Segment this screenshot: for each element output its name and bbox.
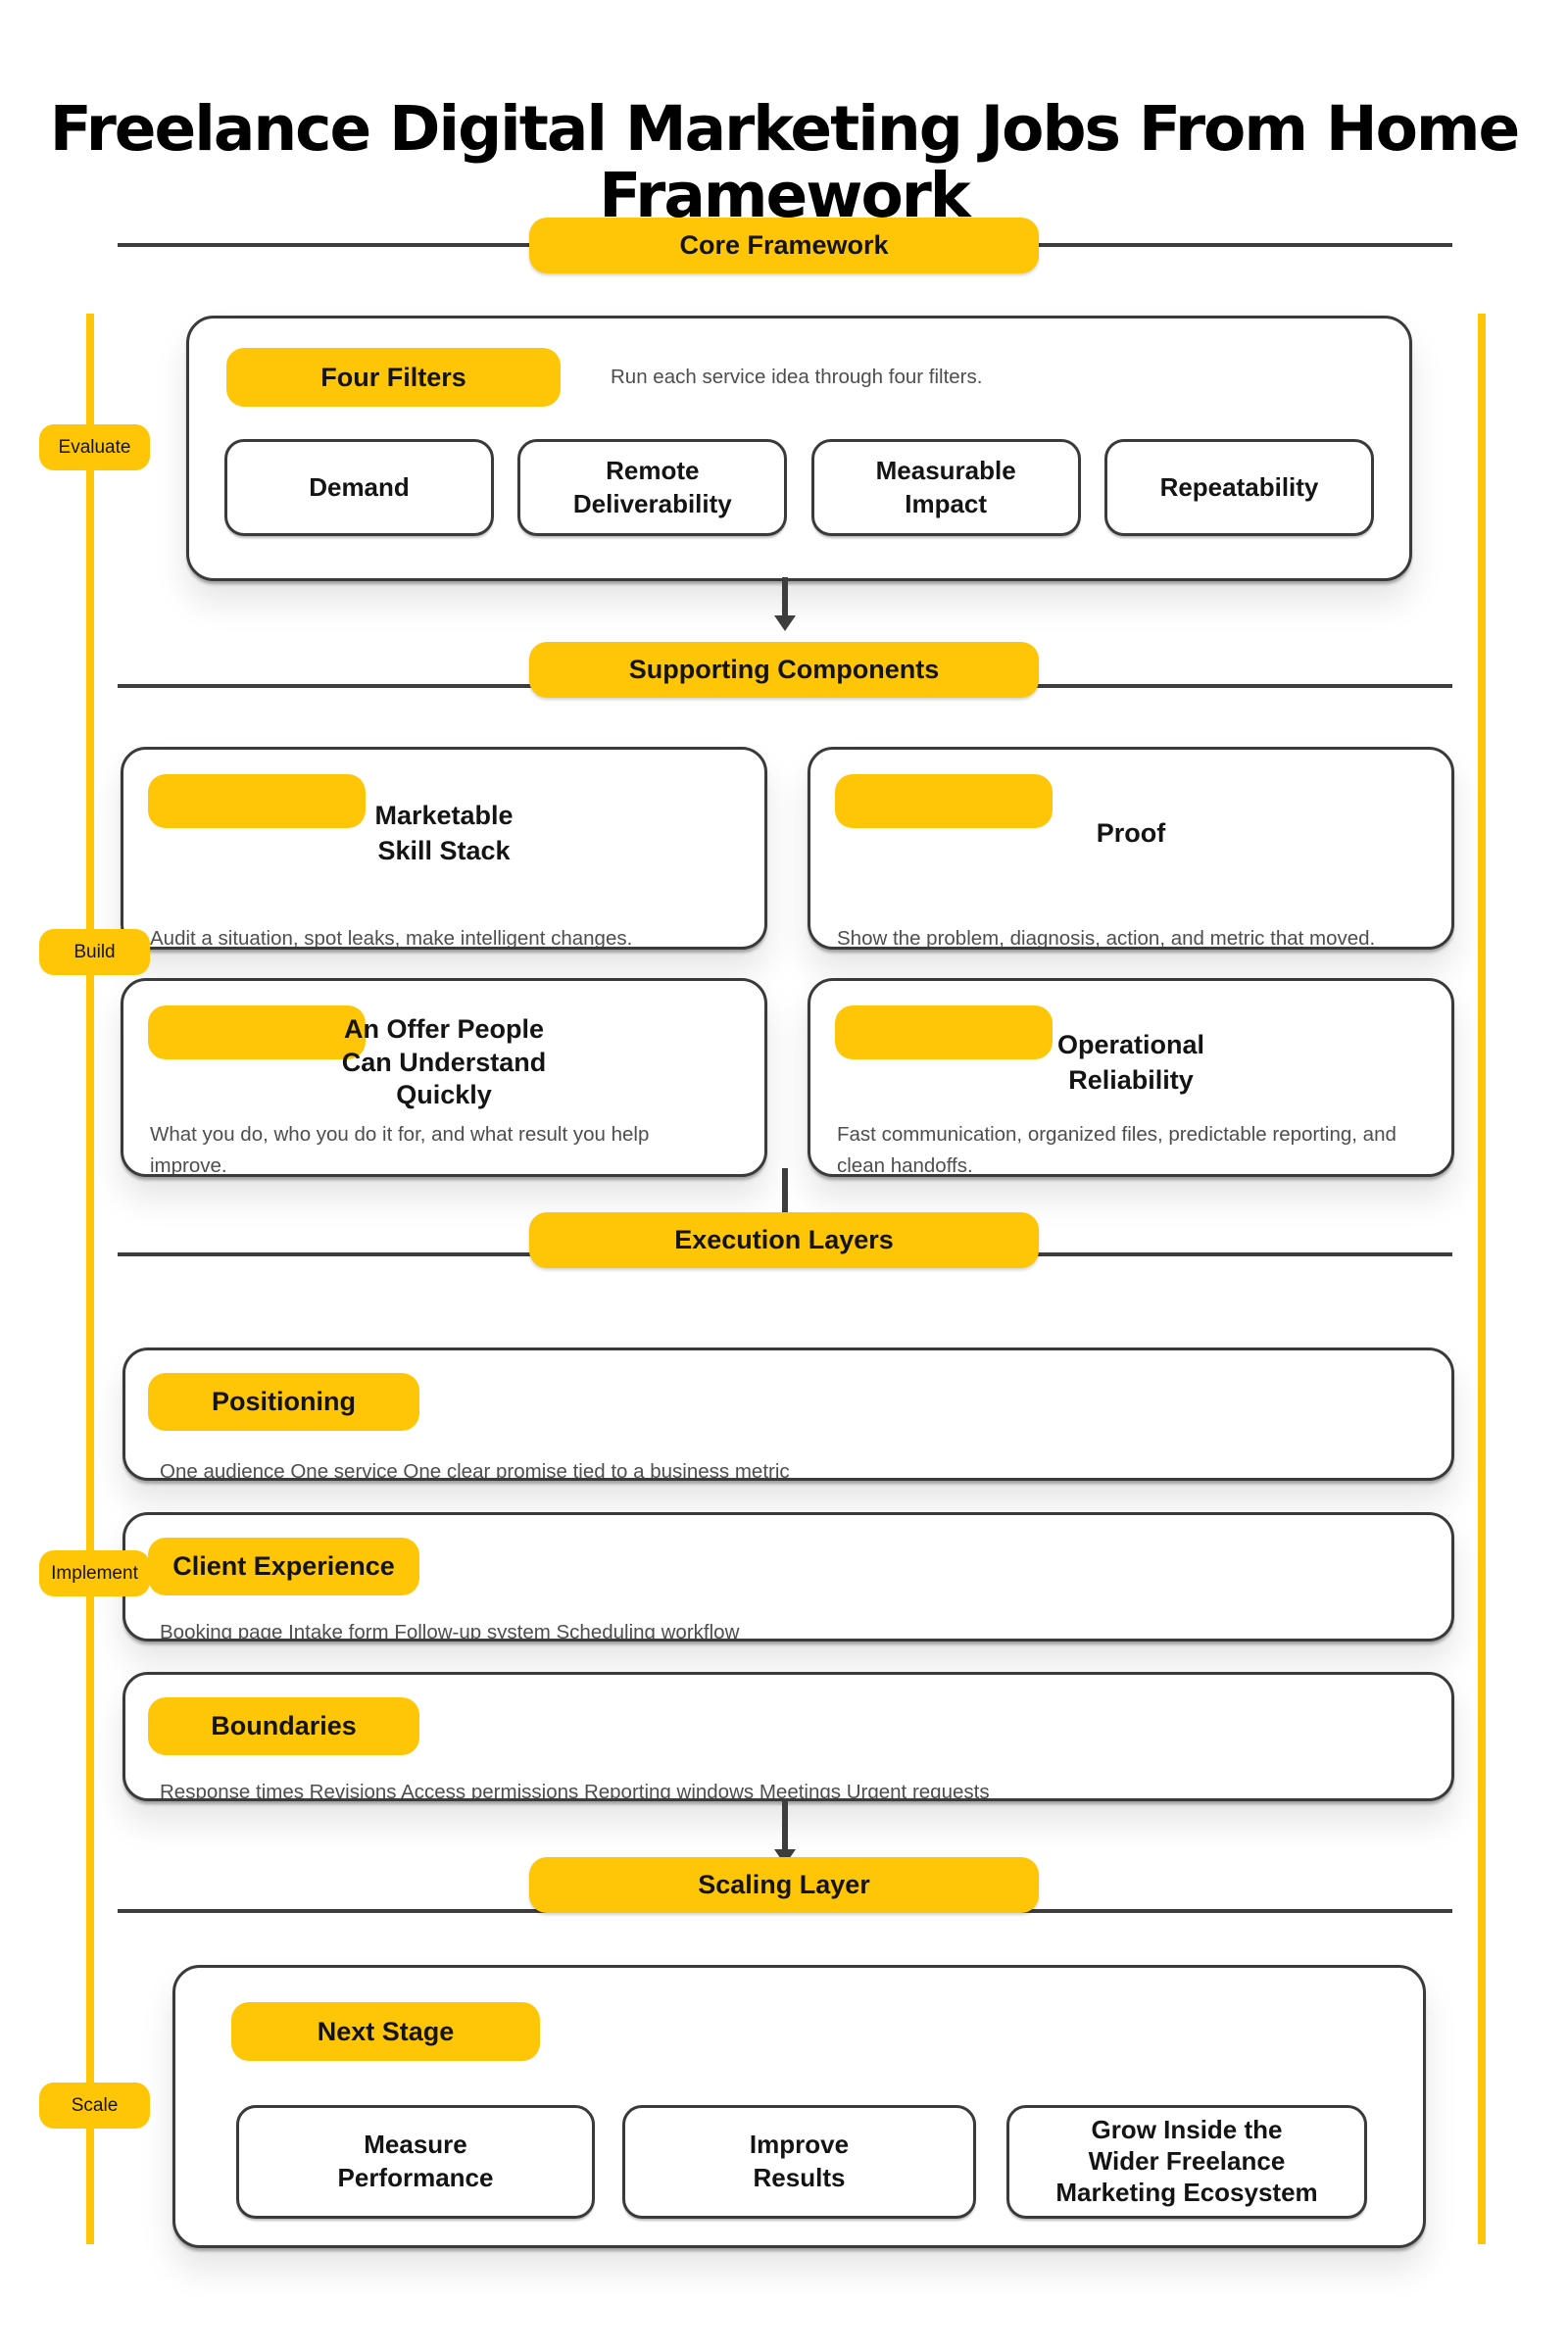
filters-row: Demand Remote Deliverability Measurable … [224, 439, 1374, 536]
filter-box-demand: Demand [224, 439, 494, 536]
scaling-layer-box: Next Stage Measure Performance Improve R… [172, 1965, 1426, 2248]
core-framework-box: Four Filters Run each service idea throu… [186, 316, 1412, 581]
card-badge [148, 774, 366, 828]
flow-arrow-2 [782, 1168, 788, 1217]
card-title: Operational Reliability [1056, 1029, 1205, 1095]
scaling-box-improve-results: Improve Results [622, 2105, 976, 2219]
card-offer-understand-quickly: An Offer People Can Understand Quickly W… [121, 978, 767, 1177]
stage-label-build: Build [39, 929, 150, 975]
next-stage-pill: Next Stage [231, 2002, 540, 2061]
row-description: Response times Revisions Access permissi… [160, 1781, 990, 1801]
page-title: Freelance Digital Marketing Jobs From Ho… [49, 93, 1521, 232]
filter-box-repeatability: Repeatability [1103, 439, 1374, 536]
four-filters-description: Run each service idea through four filte… [611, 366, 983, 388]
row-pill: Boundaries [148, 1697, 419, 1755]
row-pill: Positioning [148, 1373, 419, 1431]
card-operational-reliability: Operational Reliability Fast communicati… [808, 978, 1454, 1177]
execution-row-client-experience: Client Experience Booking page Intake fo… [122, 1512, 1454, 1642]
card-title: Proof [1096, 817, 1166, 848]
card-badge [148, 1005, 366, 1059]
row-description: Booking page Intake form Follow-up syste… [160, 1621, 740, 1642]
timeline-line-left [86, 314, 94, 2244]
card-description: What you do, who you do it for, and what… [150, 1123, 650, 1177]
card-description: Show the problem, diagnosis, action, and… [837, 927, 1376, 950]
section-pill-supporting-components: Supporting Components [529, 642, 1039, 698]
card-badge [835, 1005, 1053, 1059]
card-badge [835, 774, 1053, 828]
row-description: One audience One service One clear promi… [160, 1460, 790, 1481]
card-title: Marketable Skill Stack [374, 800, 514, 865]
card-description: Fast communication, organized files, pre… [837, 1123, 1396, 1177]
section-pill-core-framework: Core Framework [529, 218, 1039, 273]
row-pill: Client Experience [148, 1538, 419, 1595]
scaling-box-measure-performance: Measure Performance [236, 2105, 595, 2219]
stage-label-implement: Implement [39, 1550, 150, 1596]
stage-label-scale: Scale [39, 2082, 150, 2129]
filter-box-remote-deliverability: Remote Deliverability [517, 439, 788, 536]
section-pill-execution-layers: Execution Layers [529, 1212, 1039, 1268]
execution-row-boundaries: Boundaries Response times Revisions Acce… [122, 1672, 1454, 1801]
timeline-line-right [1478, 314, 1486, 2244]
flow-arrow-1 [782, 577, 788, 616]
card-title: An Offer People Can Understand Quickly [341, 1013, 547, 1110]
stage-label-evaluate: Evaluate [39, 424, 150, 470]
filter-box-measurable-impact: Measurable Impact [810, 439, 1081, 536]
card-description: Audit a situation, spot leaks, make inte… [150, 927, 633, 950]
four-filters-pill: Four Filters [226, 348, 561, 407]
flow-arrow-3 [782, 1799, 788, 1850]
scaling-box-grow-ecosystem: Grow Inside the Wider Freelance Marketin… [1006, 2105, 1367, 2219]
card-proof: Proof Show the problem, diagnosis, actio… [808, 747, 1454, 950]
card-marketable-skill-stack: Marketable Skill Stack Audit a situation… [121, 747, 767, 950]
execution-row-positioning: Positioning One audience One service One… [122, 1348, 1454, 1481]
section-pill-scaling-layer: Scaling Layer [529, 1857, 1039, 1913]
